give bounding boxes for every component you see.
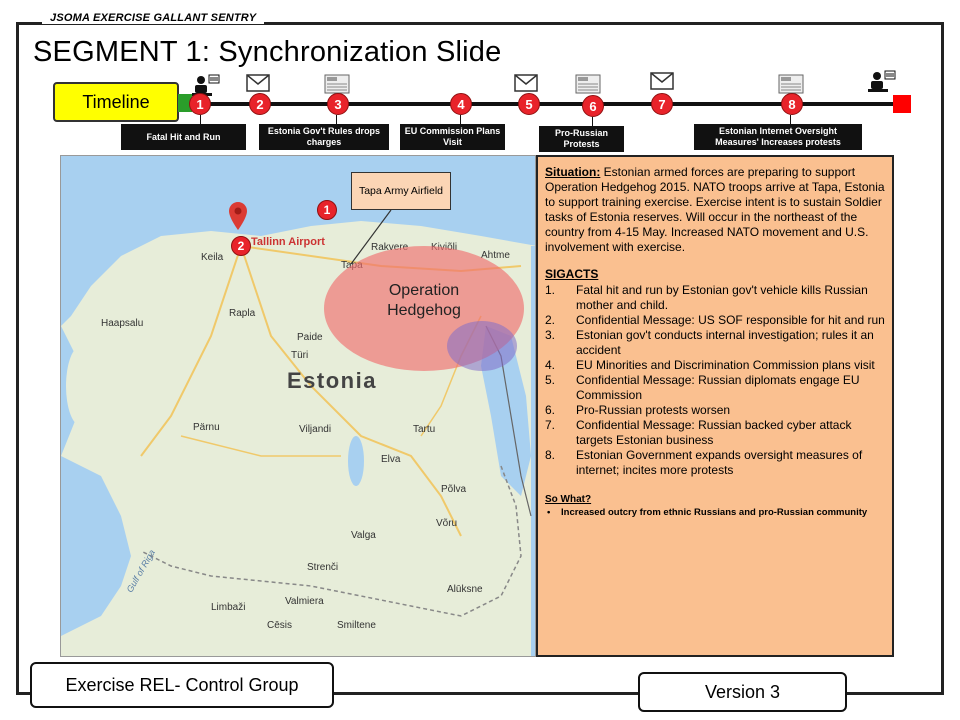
list-item: 2.Confidential Message: US SOF responsib… — [545, 313, 885, 327]
map-place-aluksne: Alūksne — [447, 584, 483, 595]
exercise-label: JSOMA EXERCISE GALLANT SENTRY — [42, 12, 265, 24]
list-item: 1.Fatal hit and run by Estonian gov't ve… — [545, 283, 868, 312]
envelope-icon — [514, 74, 538, 92]
exercise-rel-box: Exercise REL- Control Group — [30, 662, 334, 708]
so-what-bullet: •Increased outcry from ethnic Russians a… — [547, 507, 868, 518]
timeline-label-box: Timeline — [53, 82, 179, 122]
timeline-marker-1[interactable]: 1 — [189, 93, 211, 115]
timeline-end-marker — [893, 95, 911, 113]
event-label-internet-oversight: Estonian Internet Oversight Measures' In… — [694, 124, 862, 150]
map-place-ahtme: Ahtme — [481, 250, 510, 261]
list-item: 7.Confidential Message: Russian backed c… — [545, 418, 852, 447]
operation-area-overlap — [447, 321, 517, 371]
event-connector — [460, 115, 461, 124]
event-connector — [200, 115, 201, 124]
sigacts-heading: SIGACTS — [545, 267, 599, 281]
operation-label: Operation Hedgehog — [387, 282, 461, 319]
so-what-heading: So What? — [545, 494, 592, 505]
map-country-label: Estonia — [287, 368, 377, 393]
map-place-keila: Keila — [201, 252, 224, 263]
timeline-marker-8[interactable]: 8 — [781, 93, 803, 115]
map-place-haapsalu: Haapsalu — [101, 318, 144, 329]
map-place-limbazi: Limbaži — [211, 602, 246, 613]
list-item: 3.Estonian gov't conducts internal inves… — [545, 328, 874, 357]
map-place-valga: Valga — [351, 530, 376, 541]
event-label-gov-rules: Estonia Gov't Rules drops charges — [259, 124, 389, 150]
map-marker-1[interactable]: 1 — [317, 200, 337, 220]
slide-title: SEGMENT 1: Synchronization Slide — [33, 36, 502, 68]
map-place-viljandi: Viljandi — [299, 424, 332, 435]
timeline-marker-3[interactable]: 3 — [327, 93, 349, 115]
list-item: 5.Confidential Message: Russian diplomat… — [545, 373, 860, 402]
timeline-marker-7[interactable]: 7 — [651, 93, 673, 115]
newspaper-icon — [778, 74, 804, 94]
timeline-start-marker — [178, 94, 192, 112]
timeline-marker-5[interactable]: 5 — [518, 93, 540, 115]
tapa-callout: Tapa Army Airfield — [351, 172, 451, 210]
envelope-icon — [246, 74, 270, 92]
envelope-icon — [650, 72, 674, 90]
map-place-rakvere: Rakvere — [371, 242, 409, 253]
event-label-pro-russian-protests: Pro-Russian Protests — [539, 126, 624, 152]
map-marker-2[interactable]: 2 — [231, 236, 251, 256]
situation-panel: Situation: Estonian armed forces are pre… — [536, 155, 894, 657]
timeline-marker-2[interactable]: 2 — [249, 93, 271, 115]
map-place-parnu: Pärnu — [193, 422, 220, 433]
map-airport-label: Tallinn Airport — [251, 236, 325, 248]
situation-text: Estonian armed forces are preparing to s… — [545, 165, 885, 254]
map-place-smiltene: Smiltene — [337, 620, 376, 631]
situation-paragraph: Situation: Estonian armed forces are pre… — [545, 165, 886, 255]
situation-heading: Situation: — [545, 165, 601, 179]
timeline-marker-6[interactable]: 6 — [582, 95, 604, 117]
event-connector — [790, 115, 791, 124]
version-box: Version 3 — [638, 672, 847, 712]
list-item: 6.Pro-Russian protests worsen — [545, 403, 731, 417]
map-place-paide: Paide — [297, 332, 323, 343]
timeline-marker-4[interactable]: 4 — [450, 93, 472, 115]
sigacts-list: 1.Fatal hit and run by Estonian gov't ve… — [545, 283, 886, 478]
list-item: 4.EU Minorities and Discrimination Commi… — [545, 358, 875, 372]
estonia-map[interactable]: Keila Rakvere Kiviõli Ahtme Tapa Haapsal… — [60, 155, 536, 657]
map-place-valmiera: Valmiera — [285, 596, 324, 607]
map-place-polva: Põlva — [441, 484, 467, 495]
map-place-voru: Võru — [436, 518, 458, 529]
slide-frame — [16, 22, 944, 695]
event-label-eu-commission: EU Commission Plans Visit — [400, 124, 505, 150]
timeline-line — [179, 102, 902, 106]
map-place-turi: Türi — [291, 350, 309, 361]
event-connector — [592, 117, 593, 126]
map-place-elva: Elva — [381, 454, 401, 465]
map-place-cesis: Cēsis — [267, 620, 293, 631]
map-place-tartu: Tartu — [413, 424, 436, 435]
event-label-fatal-hit-run: Fatal Hit and Run — [121, 124, 246, 150]
briefing-person-icon — [868, 70, 896, 92]
map-place-rapla: Rapla — [229, 308, 256, 319]
map-pin-icon[interactable] — [229, 202, 247, 230]
newspaper-icon — [575, 74, 601, 94]
newspaper-icon — [324, 74, 350, 94]
event-connector — [336, 115, 337, 124]
map-place-strenci: Strenči — [307, 562, 339, 573]
list-item: 8.Estonian Government expands oversight … — [545, 448, 863, 477]
